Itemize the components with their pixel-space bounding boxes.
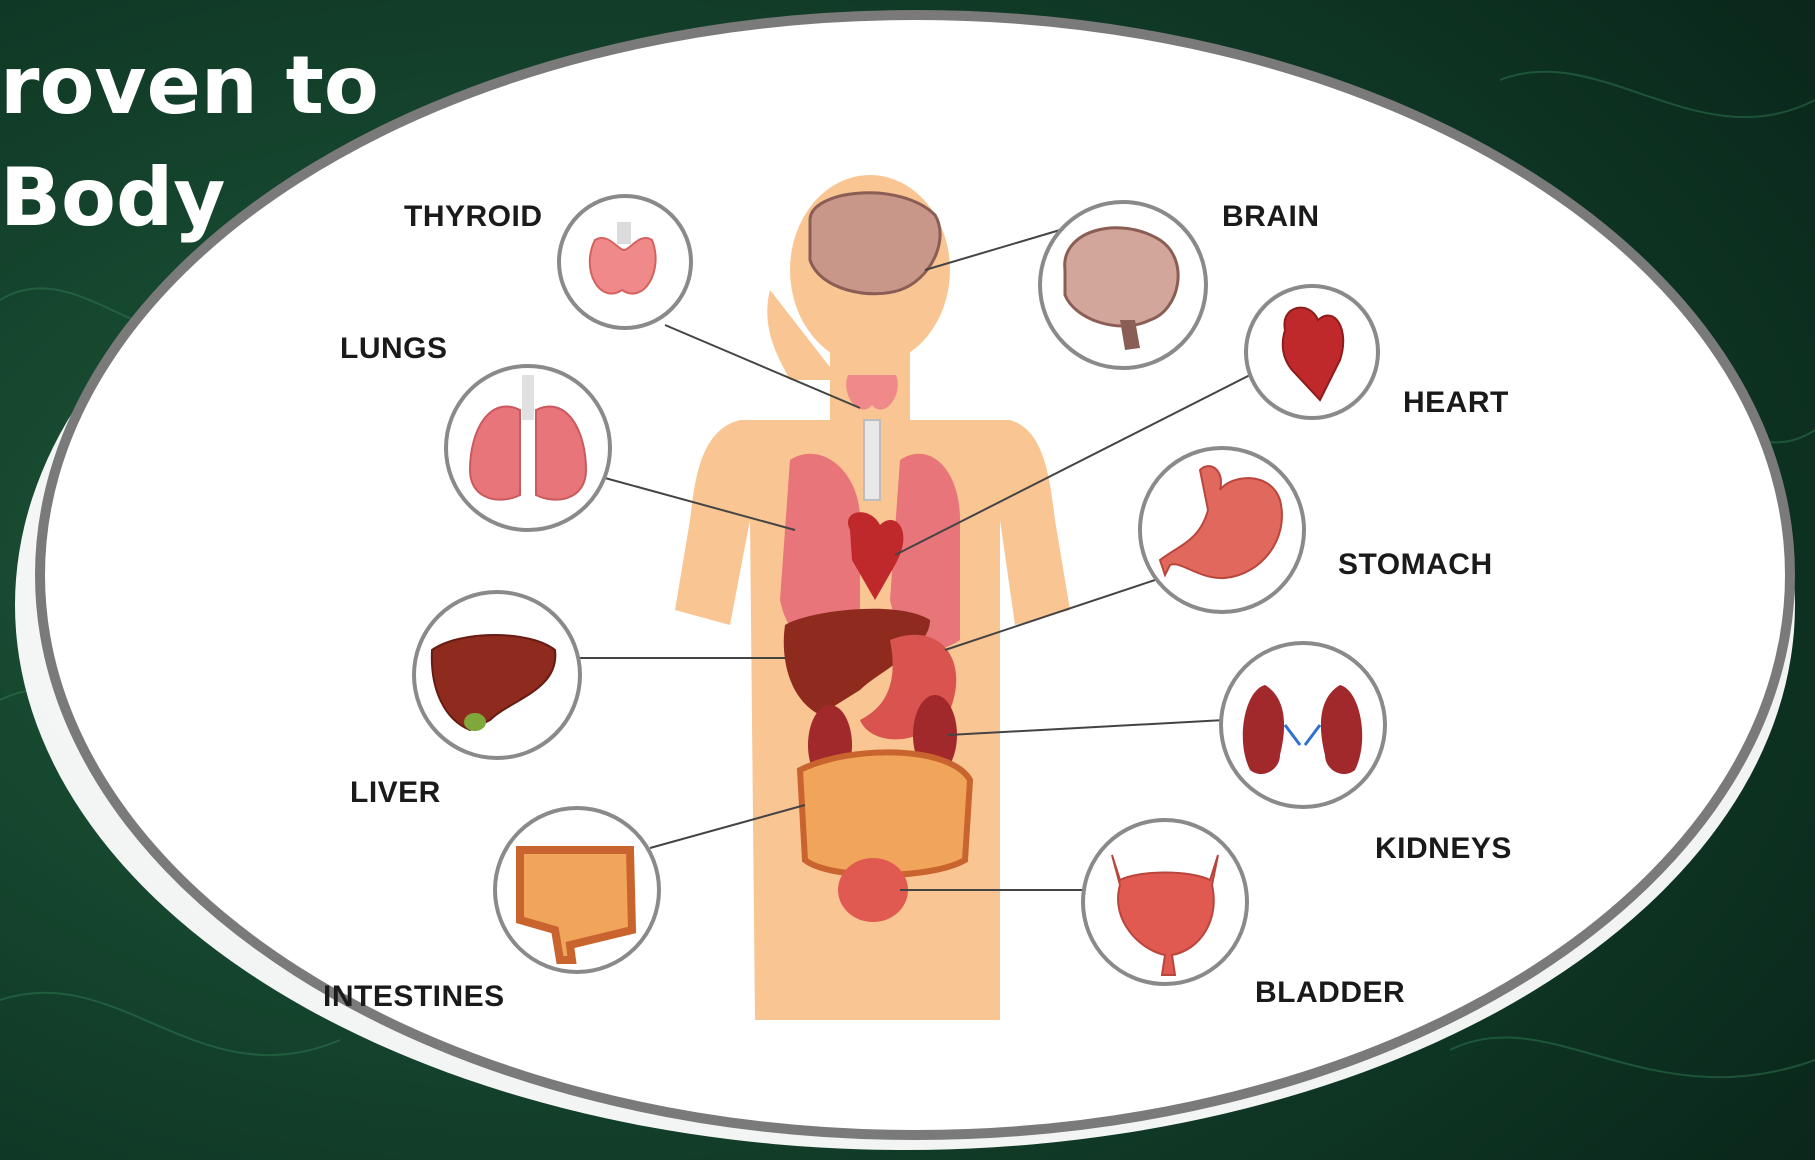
label-kidneys: KIDNEYS: [1375, 832, 1512, 866]
body-brain: [810, 193, 940, 294]
label-intestines: INTESTINES: [323, 980, 505, 1014]
body-trachea: [864, 420, 880, 500]
body-bladder: [838, 858, 908, 922]
label-bladder: BLADDER: [1255, 976, 1405, 1010]
label-lungs: LUNGS: [340, 332, 448, 366]
label-stomach: STOMACH: [1338, 548, 1493, 582]
body-intestines: [800, 752, 970, 875]
label-thyroid: THYROID: [404, 200, 543, 234]
label-liver: LIVER: [350, 776, 441, 810]
label-heart: HEART: [1403, 386, 1509, 420]
label-brain: BRAIN: [1222, 200, 1320, 234]
